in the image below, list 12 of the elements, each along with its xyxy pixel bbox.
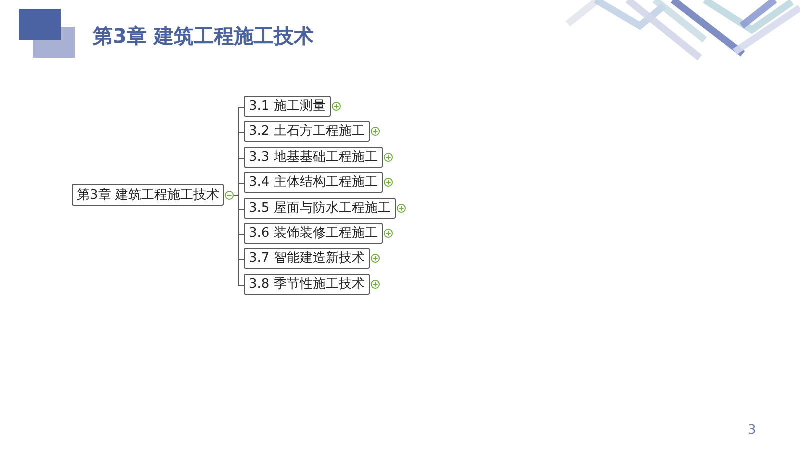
topic-label: 3.8 季节性施工技术 (249, 278, 365, 291)
topic-label: 3.2 土石方工程施工 (249, 125, 365, 138)
topic-label: 3.3 地基基础工程施工 (249, 151, 378, 164)
topic-label: 3.1 施工测量 (249, 100, 326, 113)
connector-line (234, 195, 244, 286)
topic-label: 第3章 建筑工程施工技术 (77, 188, 220, 202)
topic-label: 3.5 屋面与防水工程施工 (249, 202, 391, 215)
topic-label: 3.7 智能建造新技术 (249, 252, 365, 265)
page-number: 3 (748, 424, 756, 437)
slide-title: 第3章 建筑工程施工技术 (93, 26, 314, 46)
topic-label: 3.6 装饰装修工程施工 (249, 227, 378, 240)
topic-label: 3.4 主体结构工程施工 (249, 176, 378, 189)
